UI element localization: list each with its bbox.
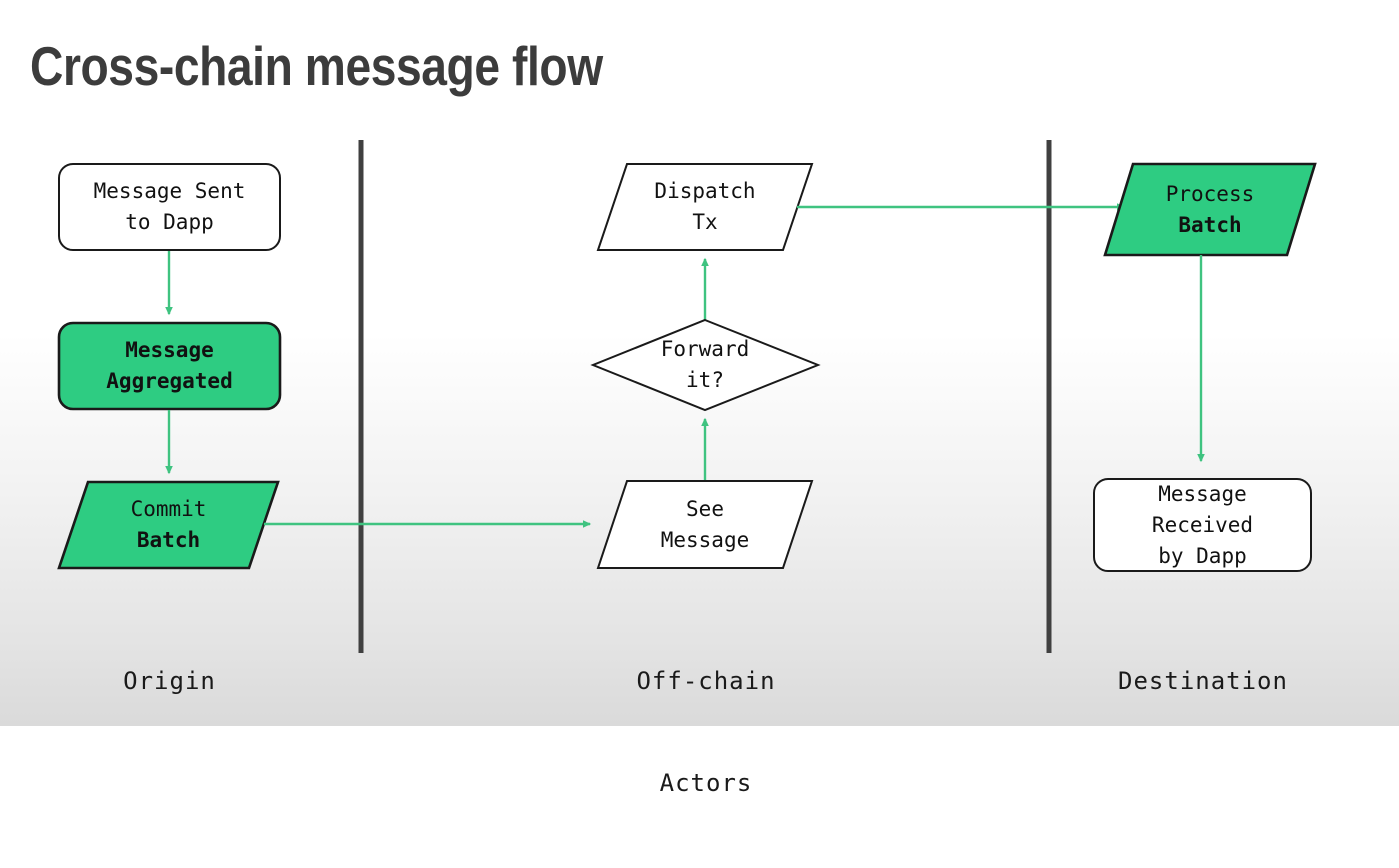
diagram-canvas: Cross-chain message flow [30, 35, 1317, 797]
node-commit-batch[interactable] [57, 480, 280, 570]
lane-label-destination: Destination [1073, 596, 1333, 766]
lane-label-line: Actors [659, 769, 753, 797]
node-dispatch-tx[interactable] [596, 163, 814, 251]
node-message-aggregated[interactable] [57, 321, 282, 411]
lane-label-line: Off-chain [636, 667, 776, 695]
lane-label-line: Destination [1118, 667, 1288, 695]
flowchart-graphics [57, 140, 1317, 653]
node-message-received-by-dapp[interactable] [1093, 478, 1312, 572]
node-process-batch[interactable] [1103, 162, 1317, 257]
lane-label-line: Origin [123, 667, 216, 695]
node-see-message[interactable] [596, 480, 814, 569]
lane-label-off-chain-actors: Off-chain Actors [600, 596, 812, 868]
node-forward-it[interactable] [590, 318, 821, 412]
node-message-sent-to-dapp[interactable] [58, 163, 281, 251]
lane-label-origin: Origin [59, 596, 280, 766]
page-title: Cross-chain message flow [30, 35, 603, 97]
